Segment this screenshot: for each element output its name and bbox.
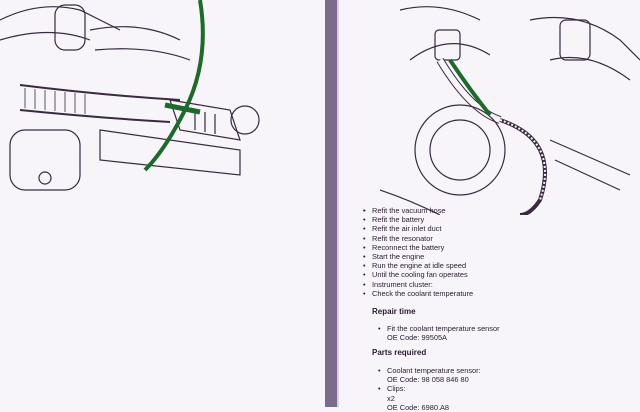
part-name: Coolant temperature sensor: [387,366,481,375]
step-item: Refit the vacuum hose [363,206,473,215]
part-qty: x2 [387,393,395,403]
step-item: Refit the resonator [363,234,473,243]
step-item: Refit the battery [363,215,473,224]
step-item: Until the cooling fan operates [363,270,473,279]
repair-item-code: OE Code: 99505A [387,333,447,343]
engine-illustration-left [0,0,260,191]
part-code: OE Code: 98 058 846 80 [387,375,469,385]
step-item: Start the engine [363,252,473,261]
page-gutter [325,0,337,407]
page-edge [337,0,339,407]
part-item: Coolant temperature sensor: OE Code: 98 … [378,366,481,385]
step-item: Run the engine at idle speed [363,261,473,270]
part-name: Clips: [387,384,406,394]
reassembly-steps: Refit the vacuum hose Refit the battery … [363,206,473,298]
step-item: Reconnect the battery [363,243,473,252]
engine-illustration-right [380,6,640,215]
part-code: OE Code: 6980.A8 [387,402,450,412]
parts-required-heading: Parts required [372,348,427,357]
repair-time-item: Fit the coolant temperature sensor OE Co… [378,324,500,343]
repair-time-heading: Repair time [372,307,416,316]
part-item: Clips: x2 OE Code: 6980.A8 [378,384,481,412]
parts-list: Coolant temperature sensor: OE Code: 98 … [378,366,481,412]
step-item: Refit the air inlet duct [363,224,473,233]
step-item: Instrument cluster: [363,280,473,289]
repair-time-list: Fit the coolant temperature sensor OE Co… [378,324,500,343]
repair-item-label: Fit the coolant temperature sensor [387,324,500,333]
step-item: Check the coolant temperature [363,289,473,298]
